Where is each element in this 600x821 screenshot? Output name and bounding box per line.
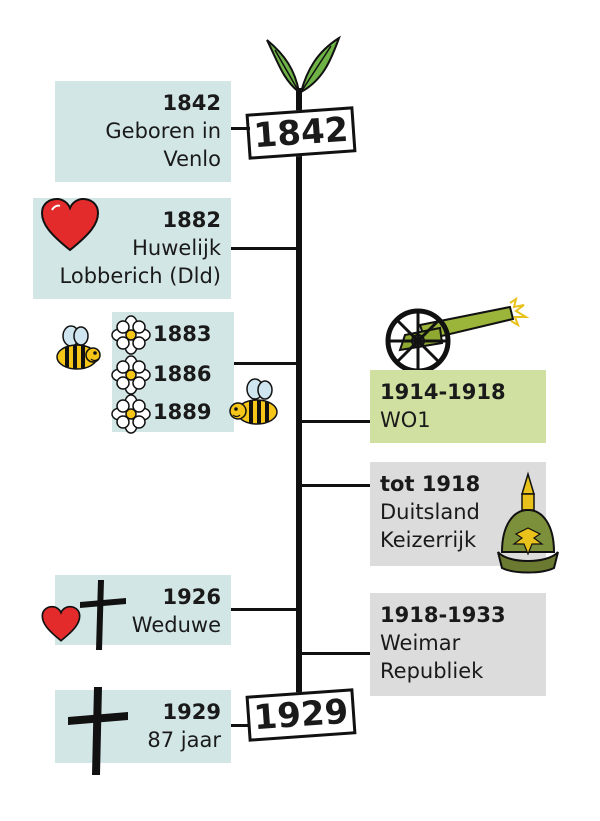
child-year: 1889	[153, 398, 211, 426]
cross-icon	[66, 685, 130, 777]
child-year: 1886	[153, 360, 211, 388]
flower-icon	[112, 395, 150, 433]
tick-weimar	[300, 652, 370, 655]
event-line: Lobberich (Dld)	[33, 262, 221, 290]
start-year-box: 1842	[246, 106, 357, 159]
tick-keizerrijk	[300, 484, 370, 487]
child-year: 1883	[153, 320, 211, 348]
event-year: 1842	[55, 89, 221, 117]
tick-1926	[230, 608, 298, 611]
event-line: Geboren in	[55, 117, 221, 145]
event-weimar: 1918-1933 Weimar Republiek	[370, 593, 546, 696]
event-year: 1918-1933	[380, 601, 546, 629]
cross-icon	[78, 578, 128, 652]
end-year-box: 1929	[246, 688, 357, 741]
tick-1929	[230, 724, 250, 727]
tick-1842	[230, 127, 250, 130]
event-line: Republiek	[380, 657, 546, 685]
event-line: WO1	[380, 406, 546, 434]
tick-1882	[230, 247, 298, 250]
bee-icon	[225, 378, 280, 428]
event-birth: 1842 Geboren in Venlo	[55, 81, 231, 182]
event-line: Weimar	[380, 629, 546, 657]
bee-icon	[55, 326, 105, 372]
leaves-icon	[255, 30, 345, 95]
event-wo1: 1914-1918 WO1	[370, 370, 546, 443]
flower-icon	[112, 316, 150, 354]
event-line: Venlo	[55, 145, 221, 173]
flower-icon	[112, 356, 150, 394]
pickelhaube-icon	[496, 472, 560, 582]
heart-icon	[40, 198, 100, 252]
tick-children	[232, 362, 298, 365]
heart-icon	[41, 606, 81, 642]
timeline-axis	[296, 88, 302, 704]
tick-wo1	[300, 420, 370, 423]
event-year: 1914-1918	[380, 378, 546, 406]
cannon-icon	[370, 295, 530, 375]
